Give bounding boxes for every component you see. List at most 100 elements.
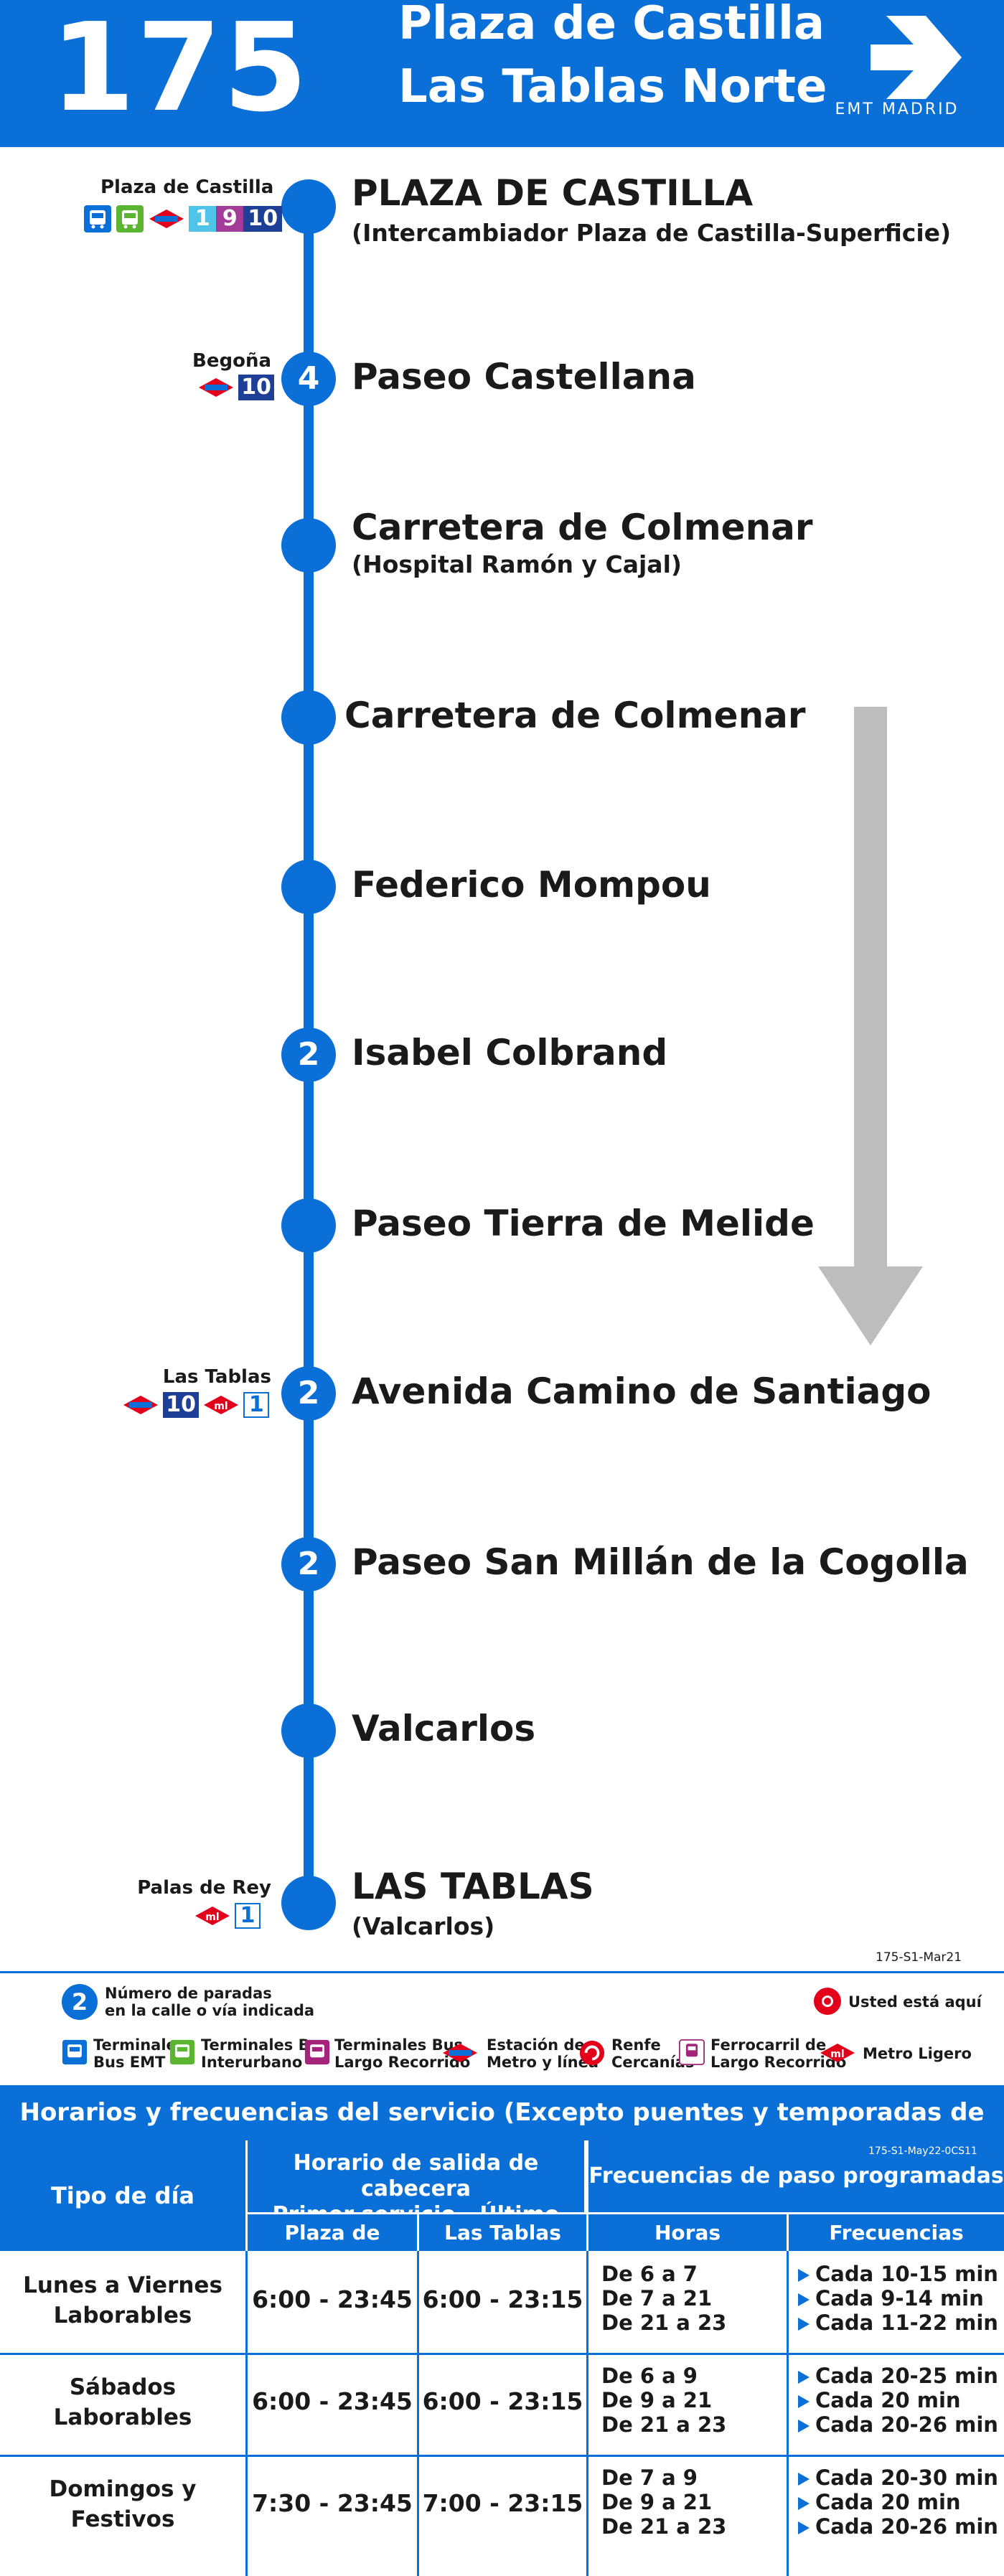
stop-marker <box>281 1198 336 1253</box>
plaza-time-cell: 6:00 - 23:45 <box>252 2285 413 2313</box>
freq-cell: Cada 20-25 min Cada 20 min Cada 20-26 mi… <box>798 2364 998 2437</box>
metro-icon <box>199 378 233 397</box>
bus-interurban-icon <box>116 205 144 232</box>
metro-line-badge: 10 <box>238 375 275 400</box>
col-departure: Horario de salida de cabecera Primer ser… <box>248 2140 586 2253</box>
stop-subtitle: (Intercambiador Plaza de Castilla-Superf… <box>352 219 952 247</box>
table-code: 175-S1-May22-0CS11 <box>868 2145 977 2157</box>
legend-divider <box>0 1971 1004 1973</box>
legend-count-marker: 2 <box>62 1984 98 2020</box>
sub-tablas: Las Tablas <box>419 2214 588 2251</box>
metro-ligero-line-badge: 1 <box>235 1903 261 1929</box>
metro-ligero-line-badge: 1 <box>243 1392 270 1418</box>
long-distance-train-icon <box>679 2039 705 2065</box>
you-are-here-icon <box>814 1988 841 2015</box>
brand-name: EMT MADRID <box>835 100 960 118</box>
metro-icon <box>123 1396 158 1414</box>
col-frequencies: Frecuencias de paso programadas <box>588 2140 1004 2212</box>
stop-marker <box>281 860 336 914</box>
stop-name: Carretera de Colmenar <box>352 507 813 548</box>
row-divider <box>0 2353 1004 2355</box>
freq-cell: Cada 10-15 min Cada 9-14 min Cada 11-22 … <box>798 2262 998 2335</box>
stop-subtitle: (Valcarlos) <box>352 1912 495 1940</box>
bus-interurban-icon <box>169 2039 195 2065</box>
svg-text:ml: ml <box>205 1912 219 1923</box>
stop-marker <box>281 690 336 745</box>
metro-line-badge: 1 <box>189 206 217 232</box>
tablas-time-cell: 7:00 - 23:15 <box>422 2489 583 2517</box>
stop-name: Avenida Camino de Santiago <box>352 1371 932 1412</box>
stop-name: PLAZA DE CASTILLA <box>352 172 754 214</box>
stop-name: Valcarlos <box>352 1708 536 1749</box>
plaza-time-cell: 6:00 - 23:45 <box>252 2387 413 2415</box>
col-divider <box>787 2251 789 2576</box>
stop-marker <box>281 1876 336 1930</box>
col-divider <box>417 2251 419 2576</box>
metro-ligero-icon: ml <box>195 1907 230 1925</box>
metro-line-badge: 9 <box>216 206 244 232</box>
legend-count-line-2: en la calle o vía indicada <box>105 2002 315 2019</box>
stop-marker <box>281 518 336 573</box>
col-day-type: Tipo de día <box>0 2140 248 2251</box>
connection-label: Las Tablas <box>162 1366 271 1388</box>
connection-badges: 10 <box>197 375 275 400</box>
bus-emt-icon <box>84 205 111 232</box>
stop-name: Carretera de Colmenar <box>344 695 806 736</box>
connection-badges: 10 ml 1 <box>122 1392 270 1418</box>
line-number: 175 <box>50 0 309 139</box>
sub-plaza: Plaza de Castilla <box>248 2214 419 2281</box>
bus-emt-icon <box>62 2039 88 2065</box>
stop-marker <box>281 179 336 234</box>
connection-label: Begoña <box>192 350 271 372</box>
row-divider <box>0 2455 1004 2457</box>
metro-line-badge: 10 <box>163 1392 200 1418</box>
legend-count-text: Número de paradas en la calle o vía indi… <box>105 1985 314 2019</box>
destination-origin: Plaza de Castilla <box>398 0 825 50</box>
metro-icon <box>149 210 184 228</box>
stop-count-marker: 2 <box>281 1537 336 1592</box>
connection-label: Plaza de Castilla <box>100 177 274 198</box>
sub-hours: Horas <box>588 2214 789 2251</box>
direction-arrow-icon <box>818 707 923 1345</box>
legend-item: Metro Ligero <box>863 2045 972 2062</box>
stop-name: Paseo Tierra de Melide <box>352 1203 815 1244</box>
header-bar <box>0 0 1004 147</box>
metro-ligero-icon: ml <box>204 1396 239 1414</box>
metro-ligero-icon: ml <box>820 2044 855 2062</box>
emt-logo-icon <box>825 16 962 99</box>
header-divider <box>248 2212 1004 2214</box>
stop-subtitle: (Hospital Ramón y Cajal) <box>352 550 682 578</box>
plaza-time-cell: 7:30 - 23:45 <box>252 2489 413 2517</box>
svg-text:ml: ml <box>214 1401 227 1412</box>
renfe-icon <box>579 2040 605 2066</box>
col-divider <box>245 2251 248 2576</box>
metro-icon <box>443 2044 477 2062</box>
stop-count-marker: 4 <box>281 352 336 406</box>
stop-name: Paseo San Millán de la Cogolla <box>352 1541 969 1583</box>
tablas-time-cell: 6:00 - 23:15 <box>422 2285 583 2313</box>
map-code: 175-S1-Mar21 <box>876 1950 962 1965</box>
sub-freq: Frecuencias <box>789 2214 1004 2251</box>
stop-name: Isabel Colbrand <box>352 1032 668 1073</box>
legend-count-line-1: Número de paradas <box>105 1985 272 2002</box>
bus-long-distance-icon <box>304 2039 330 2065</box>
metro-line-badge: 10 <box>243 206 283 232</box>
freq-cell: Cada 20-30 min Cada 20 min Cada 20-26 mi… <box>798 2465 998 2539</box>
connection-label: Palas de Rey <box>137 1877 271 1899</box>
svg-text:ml: ml <box>830 2049 844 2060</box>
legend-you-are-here: Usted está aquí <box>848 1993 982 2011</box>
timetable-title: Horarios y frecuencias del servicio (Exc… <box>0 2085 1004 2182</box>
stop-marker <box>281 1703 336 1758</box>
stop-name: Paseo Castellana <box>352 356 696 398</box>
stop-name: Federico Mompou <box>352 864 711 906</box>
stop-count-marker: 2 <box>281 1366 336 1421</box>
